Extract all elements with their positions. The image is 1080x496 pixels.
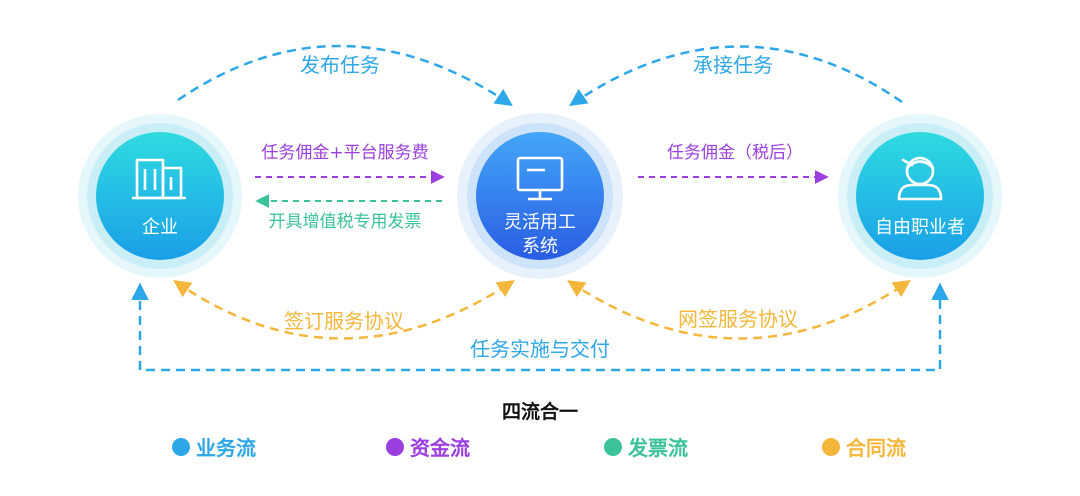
- legend-label-invoice: 发票流: [628, 436, 688, 460]
- accept-task-arrow: [569, 45, 903, 106]
- online-agreement-arrow: [567, 280, 911, 340]
- publish-task-arrow: [177, 44, 513, 106]
- invoice-label: 开具增值税专用发票: [268, 212, 422, 232]
- freelancer-node: [838, 114, 1002, 278]
- legend-item-funds: 资金流: [386, 432, 470, 461]
- invoice-flow-dot: [604, 437, 622, 456]
- contract-flow-dot: [822, 437, 840, 456]
- sign-agreement-arrow: [173, 280, 515, 340]
- legend-label-business: 业务流: [196, 436, 256, 460]
- platform-label-line1: 灵活用工: [504, 212, 576, 233]
- person-icon: [897, 156, 943, 201]
- online-agreement-label: 网签服务协议: [678, 307, 798, 331]
- commission-after-tax-label: 任务佣金（税后）: [667, 143, 803, 163]
- enterprise-label: 企业: [142, 217, 178, 238]
- accept-task-label: 承接任务: [693, 53, 773, 77]
- building-icon: [132, 158, 186, 200]
- publish-task-label: 发布任务: [300, 53, 380, 77]
- delivery-arrow: [131, 282, 949, 372]
- legend-label-contract: 合同流: [846, 436, 906, 460]
- platform-label-line2: 系统: [522, 236, 558, 257]
- delivery-label: 任务实施与交付: [470, 337, 610, 361]
- business-flow-dot: [172, 437, 190, 456]
- sign-agreement-label: 签订服务协议: [284, 309, 404, 333]
- legend-item-invoice: 发票流: [604, 432, 688, 461]
- monitor-icon: [516, 156, 564, 201]
- legend-label-funds: 资金流: [410, 436, 470, 460]
- legend-item-contract: 合同流: [822, 432, 906, 461]
- commission-fee-label: 任务佣金+平台服务费: [261, 143, 429, 163]
- funds-flow-dot: [386, 437, 404, 456]
- legend-item-business: 业务流: [172, 432, 256, 461]
- freelancer-label: 自由职业者: [875, 217, 965, 238]
- legend-title: 四流合一: [501, 401, 579, 423]
- enterprise-node: [78, 114, 242, 278]
